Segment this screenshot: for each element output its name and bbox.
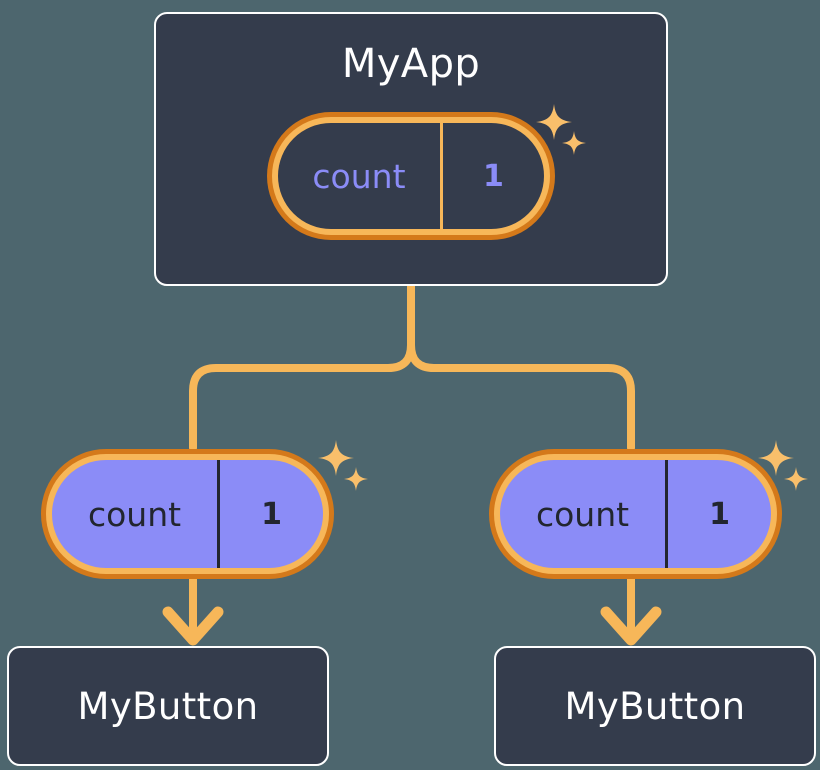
sparkle-small-icon: [344, 467, 368, 491]
connector-tree-branch-right: [407, 341, 635, 452]
state-pill-ring: count 1: [46, 454, 329, 574]
component-card-mybutton-left[interactable]: MyButton: [7, 646, 329, 766]
state-pill-right[interactable]: count 1: [489, 449, 782, 579]
arrow-left-pill-to-button: [162, 574, 224, 646]
state-pill-body: count 1: [52, 460, 323, 568]
arrow-right-pill-to-button: [600, 574, 662, 646]
state-pill-body: count 1: [500, 460, 771, 568]
state-value-label: 1: [261, 496, 282, 532]
state-pill-myapp[interactable]: count 1: [267, 112, 555, 240]
component-card-mybutton-right[interactable]: MyButton: [494, 646, 816, 766]
state-value-label: 1: [483, 158, 504, 194]
state-pill-ring: count 1: [494, 454, 777, 574]
state-pill-left[interactable]: count 1: [41, 449, 334, 579]
state-key-label: count: [52, 460, 221, 568]
state-key-label: count: [278, 123, 443, 229]
state-pill-body: count 1: [278, 123, 544, 229]
state-value-label: 1: [709, 496, 730, 532]
component-title-mybutton-left: MyButton: [77, 684, 259, 728]
sparkle-large-icon: [318, 440, 354, 476]
connector-tree-branch: [189, 282, 415, 452]
state-key-label: count: [500, 460, 669, 568]
sparkle-small-icon: [784, 467, 808, 491]
state-pill-ring: count 1: [272, 117, 550, 235]
component-title-mybutton-right: MyButton: [564, 684, 746, 728]
component-title-myapp: MyApp: [341, 41, 481, 87]
